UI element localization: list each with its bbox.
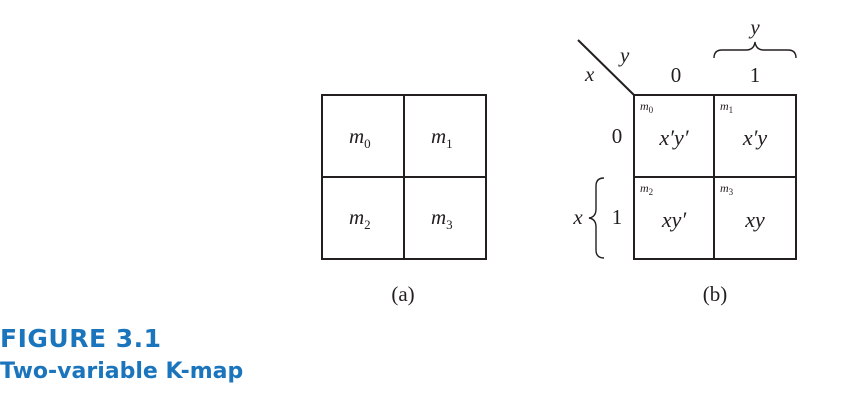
kmap-b: y x 0 1 y 0 1 x m0 m1 m2 m3 x′y′ x′y xy′… xyxy=(572,15,797,306)
kmap-a-cell-3: m3 xyxy=(431,205,453,232)
kmap-b-corner-diagonal xyxy=(577,39,635,96)
kmap-b-brace-left-label: x xyxy=(572,205,583,229)
kmap-b-row-header-1: 1 xyxy=(612,205,623,229)
figure-label: FIGURE 3.1 xyxy=(0,324,162,353)
kmap-b-expr-0: x′y′ xyxy=(658,125,689,150)
kmap-b-minterm-3: m3 xyxy=(720,181,734,197)
kmap-b-minterm-1: m1 xyxy=(720,99,733,115)
kmap-b-col-var: y xyxy=(618,43,630,67)
kmap-a: m0 m1 m2 m3 (a) xyxy=(321,94,487,306)
kmap-a-cell-2: m2 xyxy=(349,205,371,232)
kmap-b-brace-top-label: y xyxy=(748,15,760,39)
kmap-b-row-header-0: 0 xyxy=(612,124,623,148)
kmap-b-minterm-0: m0 xyxy=(640,99,654,115)
kmap-b-row-var: x xyxy=(584,62,595,86)
kmap-a-cell-1: m1 xyxy=(431,124,453,151)
kmap-b-expr-2: xy′ xyxy=(661,207,688,232)
figure-caption: FIGURE 3.1 Two-variable K-map xyxy=(0,322,400,388)
kmap-b-top-brace xyxy=(713,41,797,59)
figure-title: Two-variable K-map xyxy=(0,359,244,384)
kmap-b-expr-3: xy xyxy=(744,207,765,232)
kmap-a-cell-0: m0 xyxy=(349,124,371,151)
kmap-b-col-header-1: 1 xyxy=(750,63,761,87)
kmap-b-col-header-0: 0 xyxy=(671,63,682,87)
kmap-b-left-brace xyxy=(588,177,605,259)
kmap-b-minterm-2: m2 xyxy=(640,181,653,197)
kmap-b-expr-1: x′y xyxy=(742,125,768,150)
kmap-b-caption: (b) xyxy=(703,282,728,306)
kmap-a-caption: (a) xyxy=(391,282,414,306)
